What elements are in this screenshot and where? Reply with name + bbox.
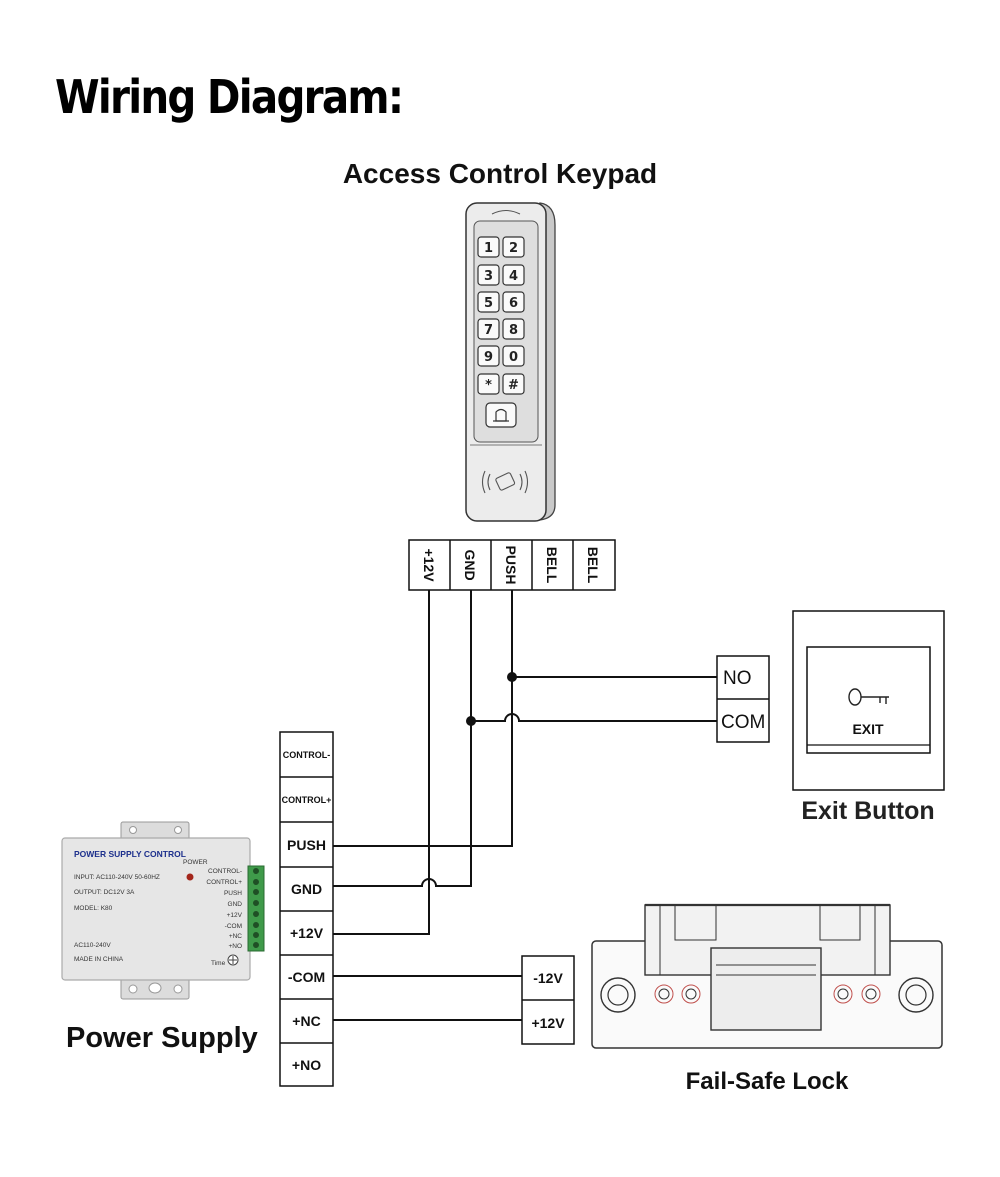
svg-text:-COM: -COM (225, 923, 242, 930)
wire-12v (333, 590, 430, 935)
key-7: 7 (477, 318, 500, 340)
key-0: 0 (502, 345, 525, 367)
key-star: * (477, 373, 500, 395)
svg-text:2: 2 (509, 241, 518, 256)
exit-button-title: Exit Button (801, 797, 935, 825)
psu-green-terminal-block (247, 865, 265, 952)
keypad-terminal-bell-2: BELL (585, 547, 601, 584)
lock-terminal-box: -12V +12V (521, 955, 575, 1045)
wire-gnd (333, 590, 472, 887)
psu-ac-label: AC110-240V (74, 942, 111, 949)
psu-output: OUTPUT: DC12V 3A (74, 889, 135, 896)
page-title: Wiring Diagram: (55, 70, 404, 124)
keypad-terminal-12v: +12V (421, 548, 437, 582)
svg-text:+12V: +12V (227, 912, 243, 919)
key-5: 5 (477, 291, 500, 313)
wire-push (333, 590, 513, 847)
fail-safe-lock-device (591, 903, 943, 1049)
wire-exit-com (471, 713, 717, 722)
junction-dot-gnd (466, 716, 476, 726)
svg-text:CONTROL+: CONTROL+ (206, 879, 242, 886)
svg-text:#: # (508, 378, 519, 393)
junction-dot-push (507, 672, 517, 682)
psu-terminal-control-plus: CONTROL+ (282, 795, 332, 805)
key-hash: # (502, 373, 525, 395)
rfid-icon (481, 470, 529, 494)
svg-text:3: 3 (484, 269, 493, 284)
psu-input: INPUT: AC110-240V 50-60HZ (74, 874, 160, 881)
svg-text:0: 0 (509, 350, 518, 365)
power-led-icon (186, 873, 194, 881)
key-icon (848, 688, 889, 706)
psu-terminal-control-minus: CONTROL- (283, 750, 331, 760)
svg-text:4: 4 (509, 269, 518, 284)
exit-terminal-no: NO (723, 668, 752, 689)
keypad-terminal-push: PUSH (503, 546, 519, 585)
psu-brand: POWER SUPPLY CONTROL (74, 849, 186, 859)
psu-side-labels: CONTROL- CONTROL+ PUSH GND +12V -COM +NC… (206, 868, 242, 950)
psu-model: MODEL: K80 (74, 905, 113, 912)
key-6: 6 (502, 291, 525, 313)
svg-text:8: 8 (509, 323, 518, 338)
psu-terminal-12v: +12V (290, 925, 324, 941)
exit-terminal-box: NO COM (716, 655, 770, 743)
psu-terminal-no: +NO (292, 1057, 321, 1073)
exit-label: EXIT (852, 721, 884, 737)
lock-screw-icons (654, 984, 881, 1004)
exit-button-device: EXIT (792, 610, 945, 791)
key-8: 8 (502, 318, 525, 340)
svg-text:+NC: +NC (229, 933, 242, 940)
lock-terminal-minus-12v: -12V (533, 970, 563, 986)
lock-mount-hole-icons (600, 977, 934, 1013)
power-supply-title: Power Supply (66, 1022, 258, 1054)
key-4: 4 (502, 264, 525, 286)
svg-text:+NO: +NO (228, 943, 242, 950)
key-2: 2 (502, 236, 525, 258)
svg-text:*: * (485, 378, 492, 393)
psu-terminal-nc: +NC (292, 1013, 320, 1029)
svg-text:CONTROL-: CONTROL- (208, 868, 242, 875)
psu-time-label: Time (211, 960, 226, 967)
keypad-title: Access Control Keypad (342, 158, 658, 189)
svg-text:5: 5 (484, 296, 493, 311)
svg-text:9: 9 (484, 350, 493, 365)
psu-terminal-com: -COM (288, 969, 325, 985)
exit-terminal-com: COM (721, 712, 765, 733)
svg-text:1: 1 (484, 241, 493, 256)
psu-made-in: MADE IN CHINA (74, 956, 124, 963)
key-1: 1 (477, 236, 500, 258)
keypad-terminal-gnd: GND (462, 549, 478, 580)
key-9: 9 (477, 345, 500, 367)
keypad-keys: 1 2 3 4 5 6 7 8 9 0 * # (477, 236, 525, 395)
keypad-device: 1 2 3 4 5 6 7 8 9 0 * # (465, 202, 556, 522)
svg-text:7: 7 (484, 323, 493, 338)
lock-title: Fail-Safe Lock (685, 1068, 849, 1095)
power-supply-unit: POWER SUPPLY CONTROL POWER INPUT: AC110-… (61, 821, 265, 1000)
svg-text:6: 6 (509, 296, 518, 311)
key-3: 3 (477, 264, 500, 286)
lock-terminal-plus-12v: +12V (531, 1015, 565, 1031)
psu-power-label: POWER (183, 859, 208, 866)
psu-terminal-gnd: GND (291, 881, 322, 897)
keypad-terminal-bell-1: BELL (544, 547, 560, 584)
svg-text:PUSH: PUSH (224, 890, 242, 897)
svg-text:GND: GND (228, 901, 243, 908)
bell-key-icon (485, 402, 517, 428)
keypad-terminal-strip: +12V GND PUSH BELL BELL (408, 539, 616, 591)
psu-terminal-push: PUSH (287, 837, 326, 853)
psu-terminal-column: CONTROL- CONTROL+ PUSH GND +12V -COM +NC… (279, 731, 334, 1087)
